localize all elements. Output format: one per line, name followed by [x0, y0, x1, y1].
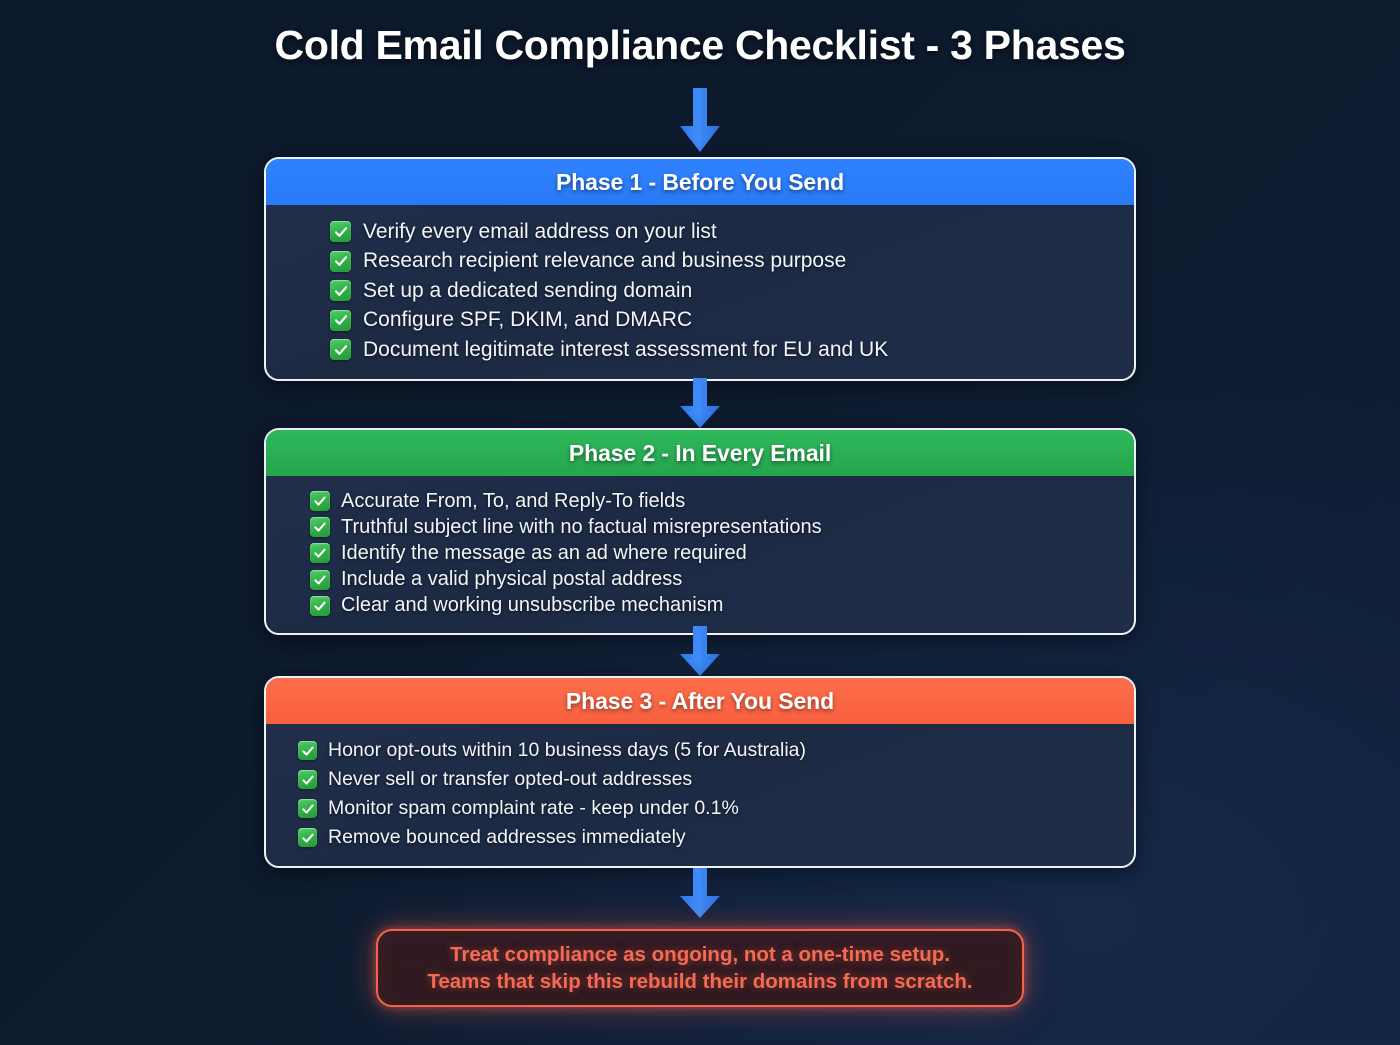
list-item-label: Identify the message as an ad where requ… [341, 541, 747, 564]
check-mark-icon [310, 491, 330, 512]
arrow-title-to-phase1 [678, 88, 722, 154]
check-mark-icon [310, 517, 330, 538]
arrow-phase1-to-phase2 [678, 378, 722, 430]
phase-1-header: Phase 1 - Before You Send [266, 159, 1134, 205]
list-item[interactable]: Truthful subject line with no factual mi… [310, 514, 1134, 540]
check-mark-icon [298, 828, 317, 847]
list-item[interactable]: Verify every email address on your list [330, 217, 1134, 247]
list-item-label: Research recipient relevance and busines… [363, 249, 847, 273]
list-item[interactable]: Configure SPF, DKIM, and DMARC [330, 306, 1134, 336]
phase-3-header: Phase 3 - After You Send [266, 678, 1134, 724]
phase-2-header: Phase 2 - In Every Email [266, 430, 1134, 476]
list-item-label: Verify every email address on your list [363, 219, 717, 243]
list-item-label: Never sell or transfer opted-out address… [328, 768, 693, 790]
check-mark-icon [330, 250, 351, 272]
arrow-phase2-to-phase3 [678, 626, 722, 678]
list-item[interactable]: Remove bounced addresses immediately [298, 823, 1134, 852]
check-mark-icon [310, 595, 330, 616]
list-item-label: Configure SPF, DKIM, and DMARC [363, 308, 693, 332]
list-item-label: Monitor spam complaint rate - keep under… [328, 797, 739, 819]
list-item-label: Clear and working unsubscribe mechanism [341, 594, 724, 617]
list-item[interactable]: Identify the message as an ad where requ… [310, 540, 1134, 566]
list-item[interactable]: Research recipient relevance and busines… [330, 247, 1134, 277]
check-mark-icon [330, 280, 351, 302]
list-item-label: Honor opt-outs within 10 business days (… [328, 739, 806, 761]
warning-callout: Treat compliance as ongoing, not a one-t… [376, 929, 1024, 1007]
list-item[interactable]: Document legitimate interest assessment … [330, 335, 1134, 365]
list-item[interactable]: Monitor spam complaint rate - keep under… [298, 794, 1134, 823]
list-item[interactable]: Clear and working unsubscribe mechanism [310, 593, 1134, 619]
warning-line-2: Teams that skip this rebuild their domai… [427, 970, 973, 993]
list-item-label: Remove bounced addresses immediately [328, 826, 686, 848]
warning-line-1: Treat compliance as ongoing, not a one-t… [449, 943, 951, 966]
list-item[interactable]: Include a valid physical postal address [310, 567, 1134, 593]
check-mark-icon [298, 741, 317, 760]
list-item[interactable]: Never sell or transfer opted-out address… [298, 765, 1134, 794]
phase-1-checklist: Verify every email address on your list … [266, 205, 1134, 379]
list-item[interactable]: Honor opt-outs within 10 business days (… [298, 736, 1134, 765]
list-item-label: Truthful subject line with no factual mi… [341, 515, 822, 538]
check-mark-icon [330, 221, 351, 243]
check-mark-icon [330, 309, 351, 331]
phase-2-checklist: Accurate From, To, and Reply-To fields T… [266, 476, 1134, 633]
check-mark-icon [298, 799, 317, 818]
check-mark-icon [310, 569, 330, 590]
check-mark-icon [310, 543, 330, 564]
phase-3-card: Phase 3 - After You Send Honor opt-outs … [264, 676, 1136, 868]
list-item[interactable]: Set up a dedicated sending domain [330, 276, 1134, 306]
phase-3-checklist: Honor opt-outs within 10 business days (… [266, 724, 1134, 866]
list-item-label: Set up a dedicated sending domain [363, 278, 693, 302]
phase-1-card: Phase 1 - Before You Send Verify every e… [264, 157, 1136, 381]
check-mark-icon [298, 770, 317, 789]
list-item-label: Document legitimate interest assessment … [363, 337, 889, 361]
arrow-phase3-to-warning [678, 868, 722, 920]
list-item-label: Accurate From, To, and Reply-To fields [341, 489, 686, 512]
phase-2-card: Phase 2 - In Every Email Accurate From, … [264, 428, 1136, 635]
page-title: Cold Email Compliance Checklist - 3 Phas… [274, 22, 1126, 68]
check-mark-icon [330, 339, 351, 361]
list-item[interactable]: Accurate From, To, and Reply-To fields [310, 488, 1134, 514]
list-item-label: Include a valid physical postal address [341, 568, 683, 591]
